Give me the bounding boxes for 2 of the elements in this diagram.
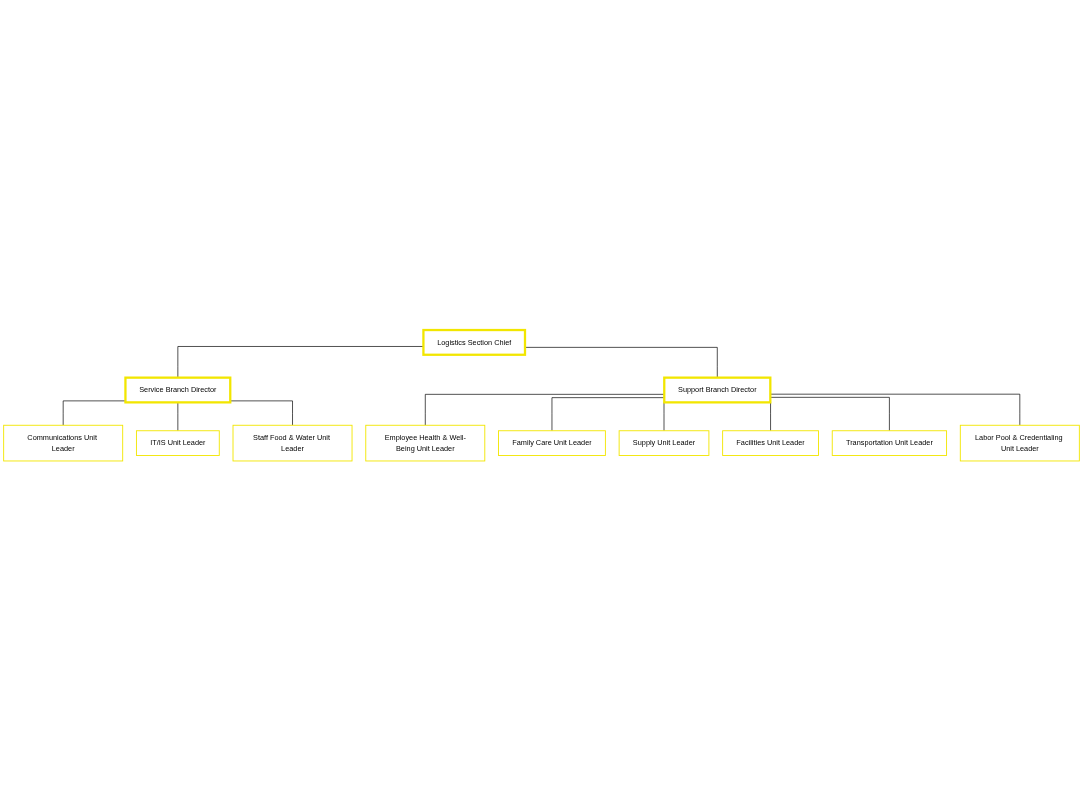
- connector: [177, 346, 424, 378]
- connector: [229, 400, 293, 426]
